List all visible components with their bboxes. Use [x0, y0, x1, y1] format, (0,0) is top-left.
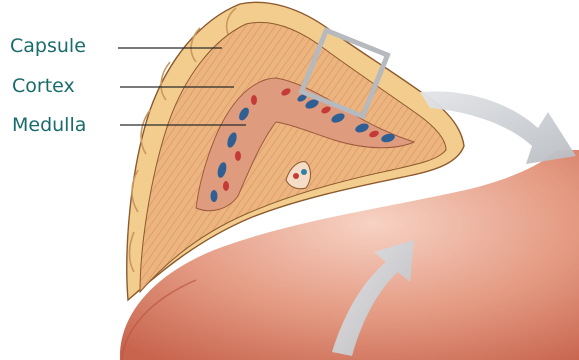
capsule-label: Capsule [10, 37, 86, 56]
cortex-label: Cortex [12, 77, 75, 96]
medulla-label: Medulla [12, 116, 86, 135]
